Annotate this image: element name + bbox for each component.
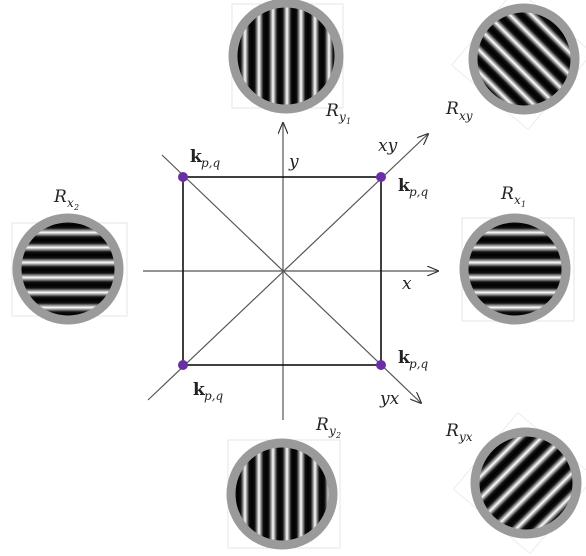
patch-label-rx2: R x 2: [53, 187, 79, 212]
patch-label-main: R: [445, 99, 459, 119]
patch-label-subsub: 2: [335, 431, 341, 440]
patch-label-main: R: [325, 101, 339, 121]
patch-label-main: R: [500, 184, 514, 204]
patch-label-sub: y: [338, 110, 346, 124]
xy-axis: [148, 134, 428, 400]
corner-point-top-left: [178, 172, 188, 182]
patch-label-ryx: R yx: [445, 421, 473, 444]
axis-label-xy: xy: [378, 136, 398, 156]
patch-label-subsub: 1: [521, 200, 526, 209]
corner-label-bottom-right: k p,q: [398, 348, 428, 371]
patch-label-main: R: [445, 421, 459, 441]
patch-label-rxy: R xy: [445, 99, 473, 123]
corner-label-top-right: k p,q: [398, 176, 428, 199]
patch-label-main: R: [315, 415, 329, 435]
corner-point-top-right: [376, 172, 386, 182]
axis-label-x: x: [402, 274, 412, 294]
corner-label-sub: p,q: [409, 185, 428, 199]
patch-rx2: [12, 218, 127, 320]
patch-ryx: [454, 413, 586, 554]
patch-label-sub: yx: [458, 430, 473, 444]
patch-ry1: [232, 3, 343, 109]
patch-ry2: [228, 440, 340, 548]
corner-point-bottom-left: [178, 360, 188, 370]
patch-label-sub: xy: [459, 109, 473, 123]
patch-label-ry2: R y 2: [315, 415, 341, 440]
corner-label-sub: p,q: [204, 389, 223, 403]
corner-point-bottom-right: [376, 360, 386, 370]
patch-rx1: [462, 218, 574, 321]
patch-label-main: R: [53, 187, 67, 207]
patch-label-sub: y: [328, 424, 336, 438]
corner-label-sub: p,q: [409, 357, 428, 371]
patch-label-rx1: R x 1: [500, 184, 526, 209]
patch-label-sub: x: [514, 193, 521, 207]
corner-label-top-left: k p,q: [190, 147, 220, 170]
patch-label-ry1: R y 1: [325, 101, 351, 126]
patch-label-subsub: 2: [73, 203, 79, 212]
patch-label-sub: x: [67, 196, 74, 210]
corner-label-bottom-left: k p,q: [193, 380, 223, 403]
axis-label-y: y: [288, 152, 299, 172]
axis-label-yx: yx: [379, 389, 400, 409]
corner-label-sub: p,q: [201, 156, 220, 170]
patch-label-subsub: 1: [346, 117, 351, 126]
